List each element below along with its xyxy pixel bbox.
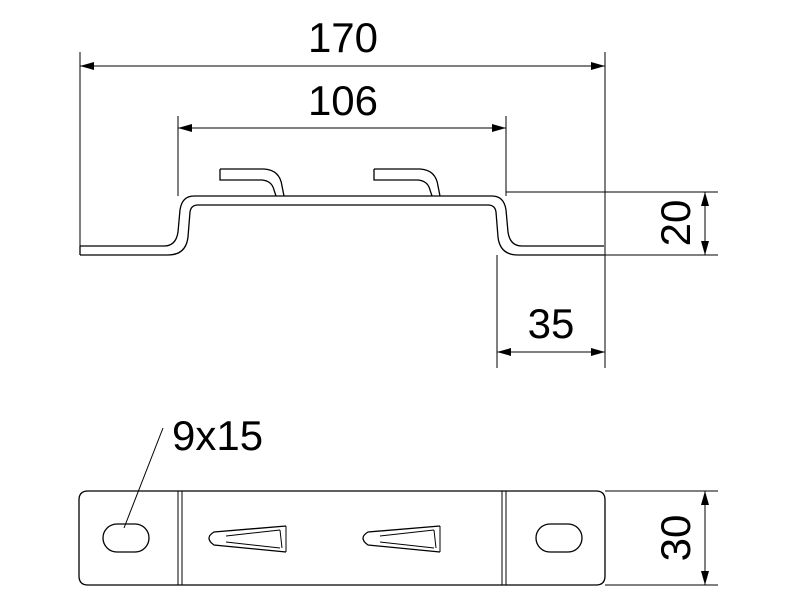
dimension-label-inner-width: 106 (308, 77, 378, 124)
dimension-label-width: 30 (652, 515, 699, 562)
slot-leader-line (123, 427, 164, 529)
clip-left (219, 168, 285, 197)
clip-right (373, 168, 441, 197)
slot-right (535, 523, 583, 553)
dimension-label-flange-length: 35 (528, 300, 575, 347)
dimension-label-overall-length: 170 (308, 14, 378, 61)
strip-profile-upper (80, 195, 604, 247)
dimension-label-slot-size: 9x15 (172, 412, 263, 459)
clip-tongue-left (208, 525, 287, 553)
dimension-label-height: 20 (652, 200, 699, 247)
slot-left (102, 523, 150, 553)
plate-outline (78, 490, 606, 586)
clip-tongue-right (362, 525, 441, 553)
plan-view: 9x15 30 (78, 412, 718, 586)
strip-profile-lower (80, 204, 604, 256)
side-profile-view: 170 106 20 35 (79, 14, 718, 368)
